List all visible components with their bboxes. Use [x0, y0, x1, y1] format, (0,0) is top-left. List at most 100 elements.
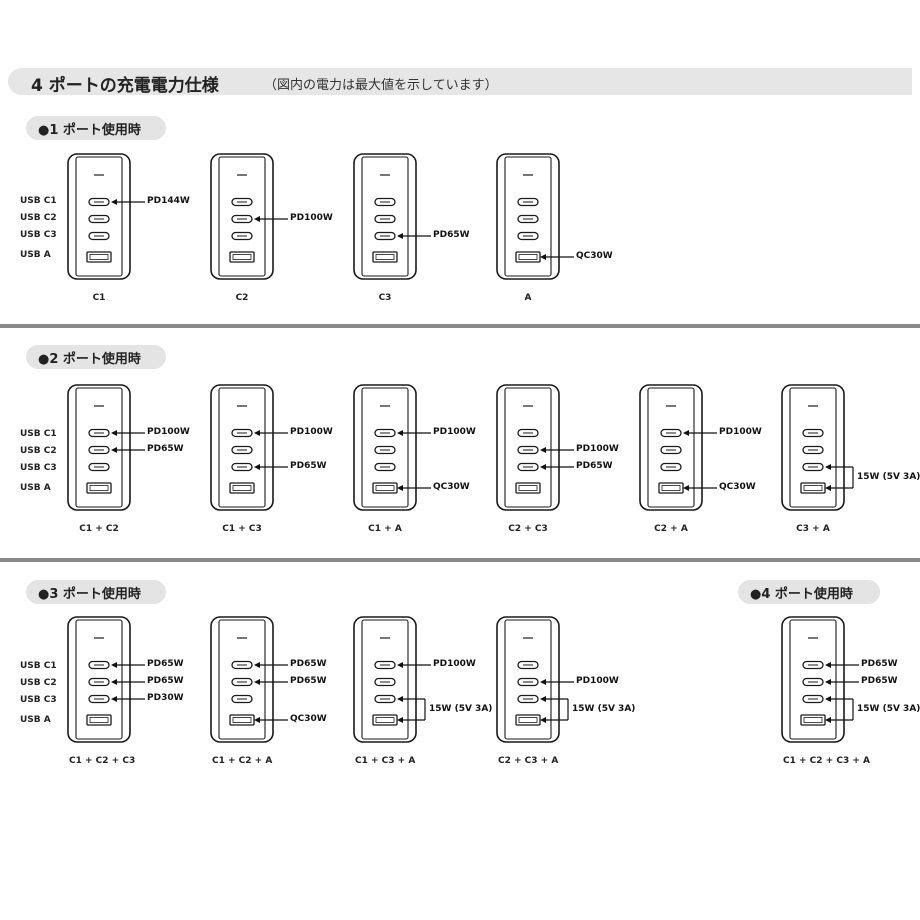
usage-caption: C2 + C3	[508, 524, 548, 534]
charger-drawing	[639, 384, 717, 511]
port-usb-c3	[517, 231, 539, 241]
charger-drawing	[210, 384, 288, 511]
port-label-usb-c1: USB C1	[20, 661, 57, 671]
output-watt-label: PD100W	[147, 427, 190, 437]
port-usb-a	[229, 714, 255, 726]
port-usb-c2	[517, 445, 539, 455]
output-arrow	[111, 199, 145, 205]
port-usb-a	[86, 251, 112, 263]
output-watt-label: PD100W	[719, 427, 762, 437]
shared-bracket	[540, 696, 569, 723]
port-usb-c2	[802, 677, 824, 687]
port-usb-c3	[802, 462, 824, 472]
output-watt-label: PD100W	[433, 659, 476, 669]
output-watt-label: QC30W	[576, 251, 613, 261]
charger-face	[647, 387, 695, 508]
charger-drawing	[210, 616, 288, 743]
port-label-usb-a: USB A	[20, 250, 51, 260]
port-usb-c2	[374, 214, 396, 224]
output-watt-label: PD65W	[433, 230, 470, 240]
port-usb-c3	[374, 231, 396, 241]
output-arrow	[111, 447, 145, 453]
output-watt-label: PD100W	[576, 444, 619, 454]
port-usb-a	[658, 482, 684, 494]
charger-face	[75, 387, 123, 508]
output-arrow	[540, 464, 574, 470]
port-usb-c1	[374, 428, 396, 438]
output-watt-label: QC30W	[433, 482, 470, 492]
charger-unit: PD100W PD65W C1 + C2	[67, 384, 307, 564]
charger-face	[361, 156, 409, 277]
port-usb-c3	[517, 462, 539, 472]
port-usb-c1	[802, 660, 824, 670]
port-label-usb-c1: USB C1	[20, 429, 57, 439]
usage-caption: C1 + A	[368, 524, 402, 534]
port-usb-c2	[374, 445, 396, 455]
charger-face	[218, 619, 266, 740]
port-usb-c1	[517, 197, 539, 207]
charger-drawing	[210, 153, 288, 280]
section-divider-1	[0, 324, 920, 328]
charger-drawing	[496, 616, 574, 743]
port-usb-c3	[88, 694, 110, 704]
port-usb-c3	[231, 694, 253, 704]
output-arrow	[540, 679, 574, 685]
charger-drawing	[67, 153, 145, 280]
port-usb-c2	[517, 214, 539, 224]
port-usb-c1	[88, 428, 110, 438]
section-label-4port: ●4 ポート使用時	[738, 580, 880, 604]
output-arrow	[540, 254, 574, 260]
charger-unit: 15W (5V 3A)C3 + A	[781, 384, 920, 564]
charger-drawing	[496, 153, 574, 280]
shared-watt-label: 15W (5V 3A)	[857, 471, 920, 482]
charger-drawing	[67, 616, 145, 743]
output-watt-label: PD65W	[290, 659, 327, 669]
charger-face	[75, 156, 123, 277]
output-watt-label: PD65W	[147, 676, 184, 686]
output-watt-label: PD100W	[433, 427, 476, 437]
output-arrow	[111, 662, 145, 668]
port-usb-c2	[517, 677, 539, 687]
port-usb-a	[372, 714, 398, 726]
shared-watt-label: 15W (5V 3A)	[429, 703, 493, 714]
charger-drawing	[67, 384, 145, 511]
port-usb-c2	[231, 677, 253, 687]
usage-caption: C1 + C2	[79, 524, 119, 534]
port-usb-c2	[88, 677, 110, 687]
port-usb-c3	[802, 694, 824, 704]
port-usb-c2	[88, 214, 110, 224]
output-watt-label: PD65W	[576, 461, 613, 471]
port-usb-a	[229, 482, 255, 494]
port-usb-a	[86, 714, 112, 726]
port-usb-a	[800, 482, 826, 494]
charger-face	[789, 387, 837, 508]
shared-watt-label: 15W (5V 3A)	[857, 703, 920, 714]
port-usb-c1	[88, 660, 110, 670]
shared-watt-label: 15W (5V 3A)	[572, 703, 636, 714]
output-watt-label: PD65W	[147, 444, 184, 454]
port-usb-c1	[660, 428, 682, 438]
port-usb-c3	[231, 462, 253, 472]
page-title: 4 ポートの充電電力仕様	[31, 76, 219, 96]
output-arrow	[683, 430, 717, 436]
port-usb-c2	[660, 445, 682, 455]
usage-caption: C1 + C2 + C3	[69, 756, 136, 766]
usage-caption: C1 + C2 + C3 + A	[783, 756, 870, 766]
port-usb-c1	[517, 428, 539, 438]
charger-face	[504, 619, 552, 740]
output-watt-label: PD65W	[290, 676, 327, 686]
title-bar: 4 ポートの充電電力仕様 （図内の電力は最大値を示しています）	[8, 68, 912, 96]
port-label-usb-c2: USB C2	[20, 213, 57, 223]
section-label-3port: ●3 ポート使用時	[26, 580, 166, 604]
port-usb-c2	[88, 445, 110, 455]
port-usb-a	[515, 714, 541, 726]
usage-caption: C1 + C3	[222, 524, 262, 534]
output-arrow	[254, 662, 288, 668]
output-watt-label: PD65W	[147, 659, 184, 669]
charger-drawing	[353, 153, 431, 280]
